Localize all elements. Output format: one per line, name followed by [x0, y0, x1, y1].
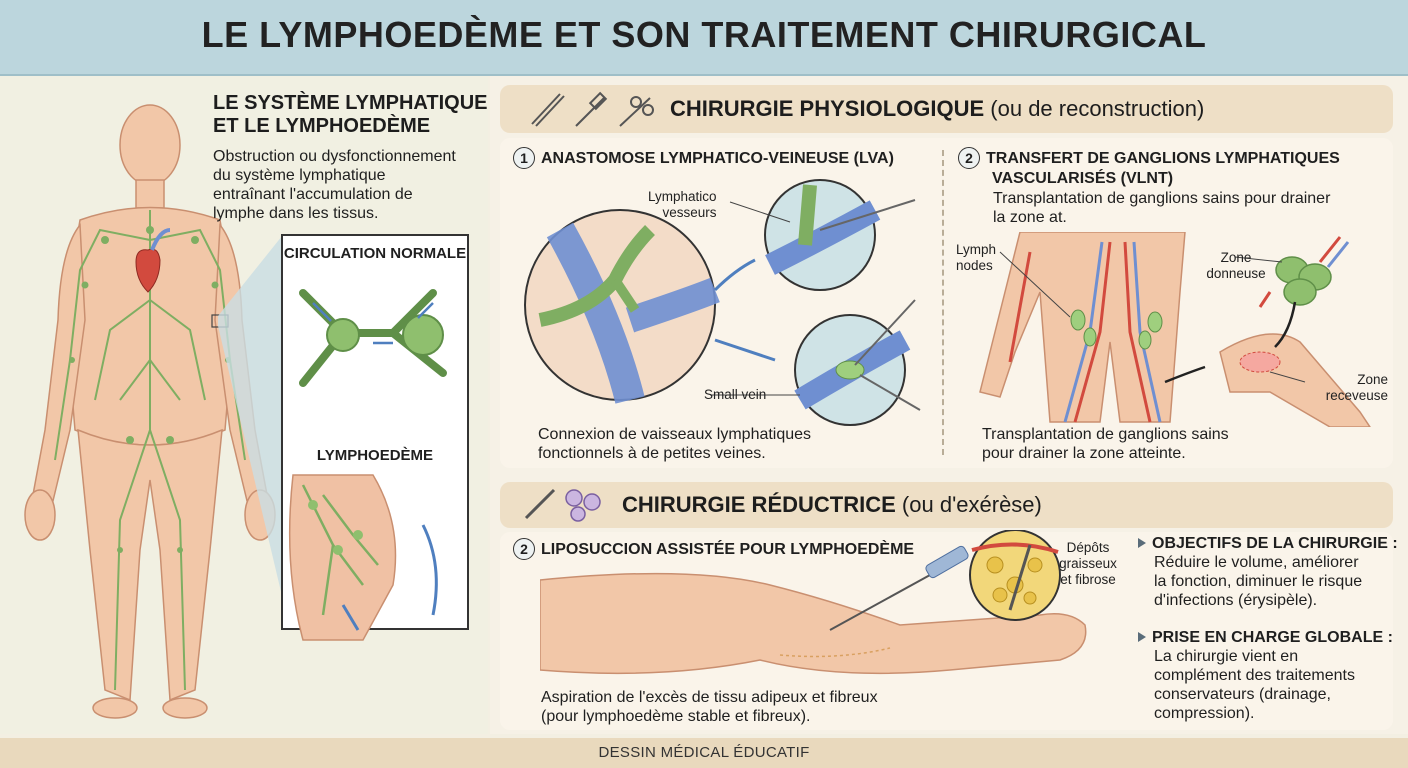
- lva-title: 1 ANASTOMOSE LYMPHATICO-VEINEUSE (LVA): [513, 147, 894, 169]
- physio-title-bold: CHIRURGIE PHYSIOLOGIQUE: [670, 96, 985, 121]
- goals-line: la fonction, diminuer le risque: [1154, 573, 1363, 590]
- bullet-triangle-icon: [1138, 538, 1146, 548]
- lva-illustration: [524, 179, 921, 426]
- vlnt-recipient-label-line1: Zone: [1357, 372, 1388, 387]
- reductive-title-light: (ou d'exérèse): [901, 492, 1042, 517]
- vlnt-description: Transplantation de ganglions sains pour …: [993, 189, 1330, 227]
- vlnt-nodes-label-line2: nodes: [956, 258, 993, 273]
- normal-lymph-illustration: [299, 289, 447, 387]
- inset-lymph-label: LYMPHOEDÈME: [316, 447, 434, 464]
- reductive-title-bold: CHIRURGIE RÉDUCTRICE: [622, 492, 896, 517]
- care-line: compression).: [1154, 705, 1255, 722]
- physio-surgery-title: CHIRURGIE PHYSIOLOGIQUE (ou de reconstru…: [670, 96, 1204, 122]
- footer-bar: DESSIN MÉDICAL ÉDUCATIF: [0, 738, 1408, 768]
- liposuction-leg-illustration: [540, 530, 1087, 675]
- goals-title: OBJECTIFS DE LA CHIRURGIE :: [1152, 535, 1398, 552]
- liposuction-label-line2: graisseux: [1059, 556, 1117, 571]
- liposuction-label-line3: et fibrose: [1060, 572, 1116, 587]
- surgical-instruments-icon: [531, 91, 654, 127]
- lymphedema-leg-illustration: [288, 474, 438, 641]
- desc-line: entraînant l'accumulation de: [213, 186, 413, 203]
- vlnt-title-line2: VASCULARISÉS (VLNT): [992, 170, 1174, 187]
- vlnt-title-line1: TRANSFERT DE GANGLIONS LYMPHATIQUES: [986, 150, 1340, 167]
- inset-normal-label: CIRCULATION NORMALE: [283, 245, 467, 262]
- lva-caption-line2: fonctionnels à de petites veines.: [538, 445, 766, 462]
- vlnt-nodes-label-line1: Lymph: [956, 242, 997, 257]
- surgery-goals: OBJECTIFS DE LA CHIRURGIE : Réduire le v…: [1138, 534, 1398, 610]
- desc-line: Obstruction ou dysfonctionnement: [213, 148, 456, 165]
- liposuction-deposits-label: Dépôts graisseux et fibrose: [1058, 540, 1118, 588]
- vlnt-caption: Transplantation de ganglions sains pour …: [982, 425, 1229, 463]
- care-title: PRISE EN CHARGE GLOBALE :: [1152, 629, 1393, 646]
- lva-vein-label: Small vein: [704, 387, 767, 402]
- goals-line: Réduire le volume, améliorer: [1154, 554, 1359, 571]
- human-body-illustration: [24, 104, 276, 719]
- header-banner: LE LYMPHOEDÈME ET SON TRAITEMENT CHIRURG…: [0, 0, 1408, 76]
- vlnt-title: 2 TRANSFERT DE GANGLIONS LYMPHATIQUES VAS…: [958, 147, 1340, 188]
- liposuction-label-line1: Dépôts: [1066, 540, 1110, 555]
- liposuction-number-badge: 2: [513, 538, 535, 560]
- care-line: complément des traitements: [1154, 667, 1355, 684]
- vlnt-donor-label-line1: Zone: [1220, 250, 1252, 265]
- lva-number-badge: 1: [513, 147, 535, 169]
- liposuction-title-text: LIPOSUCCION ASSISTÉE POUR LYMPHOEDÈME: [541, 541, 915, 558]
- liposuction-caption: Aspiration de l'excès de tissu adipeux e…: [541, 688, 878, 726]
- page-title: LE LYMPHOEDÈME ET SON TRAITEMENT CHIRURG…: [201, 14, 1207, 55]
- liposuction-caption-line1: Aspiration de l'excès de tissu adipeux e…: [541, 689, 878, 706]
- care-line: conservateurs (drainage,: [1154, 686, 1331, 703]
- vlnt-number-badge: 2: [958, 147, 980, 169]
- vlnt-caption-line1: Transplantation de ganglions sains: [982, 426, 1229, 443]
- vlnt-caption-line2: pour drainer la zone atteinte.: [982, 445, 1186, 462]
- vlnt-desc-line2: la zone at.: [993, 209, 1067, 226]
- vlnt-desc-line1: Transplantation de ganglions sains pour …: [993, 190, 1331, 207]
- lva-caption: Connexion de vaisseaux lymphatiques fonc…: [538, 425, 811, 463]
- lymph-system-heading-line2: ET LE LYMPHOEDÈME: [213, 115, 431, 137]
- vlnt-illustration: [979, 232, 1371, 427]
- footer-text: DESSIN MÉDICAL ÉDUCATIF: [598, 744, 810, 761]
- lymph-system-heading: LE SYSTÈME LYMPHATIQUE ET LE LYMPHOEDÈME: [213, 92, 487, 138]
- physio-surgery-bar: [500, 85, 1393, 133]
- circulation-inset: CIRCULATION NORMALE LYMPHOEDÈME: [281, 234, 469, 641]
- goals-line: d'infections (érysipèle).: [1154, 592, 1318, 609]
- lva-lymph-label: Lymphatico vesseurs: [648, 189, 717, 221]
- care-line: La chirurgie vient en: [1154, 648, 1299, 665]
- vlnt-recipient-label-line2: receveuse: [1325, 388, 1388, 403]
- desc-line: lymphe dans les tissus.: [213, 205, 379, 222]
- lymph-system-heading-line1: LE SYSTÈME LYMPHATIQUE: [213, 92, 488, 114]
- lva-caption-line1: Connexion de vaisseaux lymphatiques: [538, 426, 812, 443]
- vlnt-donor-label: Zone donneuse: [1201, 250, 1271, 282]
- liposuction-tools-icon: [524, 488, 601, 522]
- vlnt-donor-label-line2: donneuse: [1206, 266, 1266, 281]
- vlnt-recipient-label: Zone receveuse: [1313, 372, 1388, 404]
- liposuction-title: 2 LIPOSUCCION ASSISTÉE POUR LYMPHOEDÈME: [513, 538, 914, 560]
- desc-line: du système lymphatique: [213, 167, 386, 184]
- lva-title-text: ANASTOMOSE LYMPHATICO-VEINEUSE (LVA): [541, 150, 894, 167]
- reductive-surgery-title: CHIRURGIE RÉDUCTRICE (ou d'exérèse): [622, 492, 1042, 518]
- bullet-triangle-icon: [1138, 632, 1146, 642]
- inset-callout-wedge: [218, 236, 282, 596]
- physio-divider: [942, 150, 944, 455]
- liposuction-caption-line2: (pour lymphoedème stable et fibreux).: [541, 708, 811, 725]
- physio-title-light: (ou de reconstruction): [990, 96, 1205, 121]
- lva-lymph-label-line1: Lymphatico: [648, 189, 717, 204]
- global-care: PRISE EN CHARGE GLOBALE : La chirurgie v…: [1138, 628, 1393, 723]
- vlnt-nodes-label: Lymph nodes: [956, 242, 996, 274]
- lymph-system-description: Obstruction ou dysfonctionnement du syst…: [213, 147, 456, 223]
- lva-lymph-label-line2: vesseurs: [662, 205, 717, 220]
- reductive-surgery-bar: [500, 482, 1393, 528]
